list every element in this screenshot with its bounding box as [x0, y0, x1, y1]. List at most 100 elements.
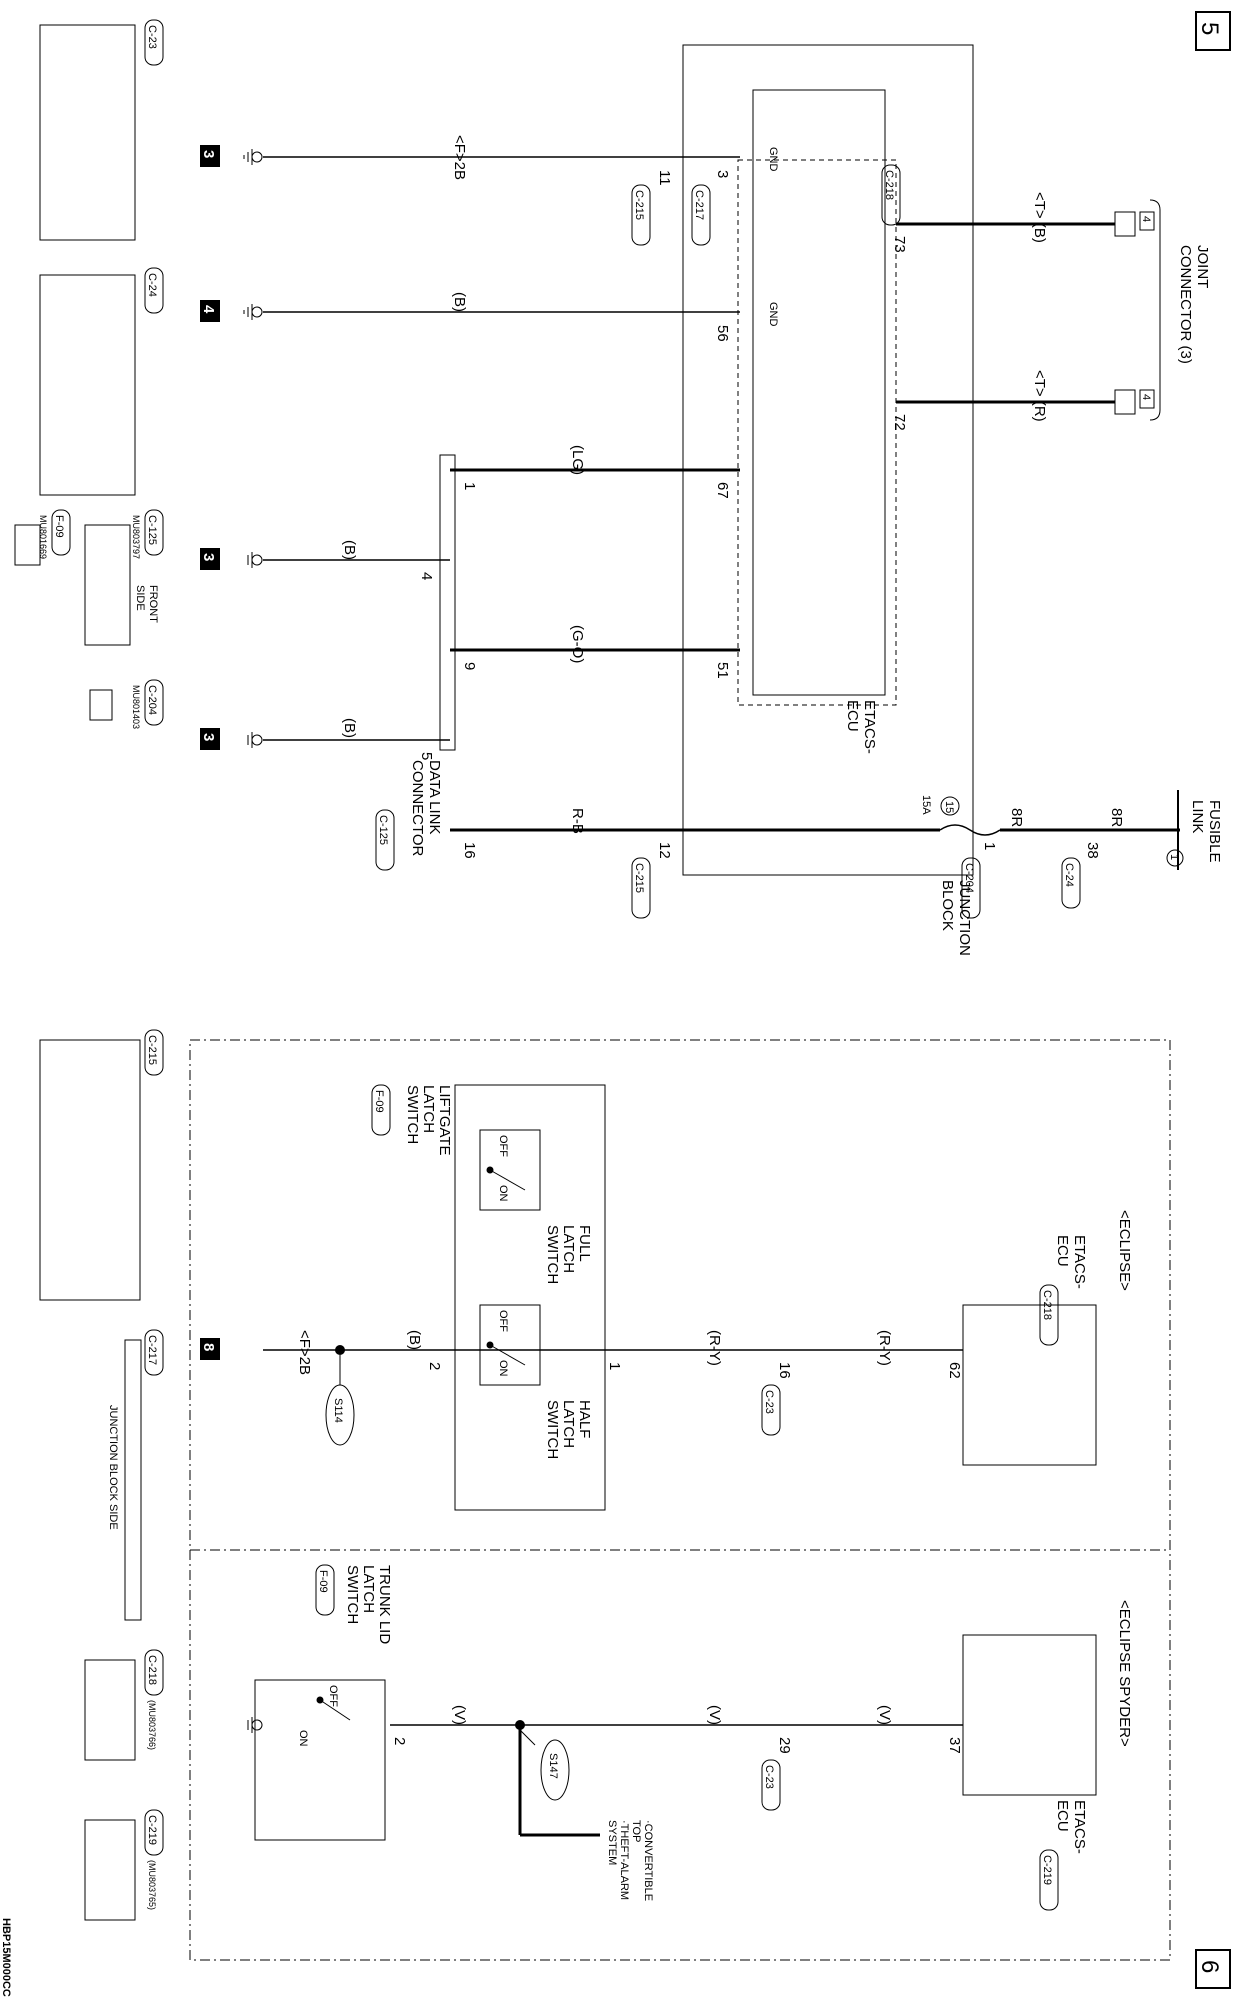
svg-text:3: 3: [200, 150, 217, 158]
ground-3b-icon: 3: [200, 548, 263, 570]
junction-block-label-2: BLOCK: [939, 880, 956, 931]
half-latch-switch-icon: [479, 1304, 541, 1386]
svg-text:S114: S114: [332, 1398, 344, 1423]
svg-text:C-215: C-215: [633, 190, 645, 220]
on-label-3: ON: [297, 1730, 309, 1747]
wire-label-tb: <T> (B): [1031, 192, 1048, 243]
half-latch-label-3: SWITCH: [544, 1400, 561, 1459]
wire-label-f2b: <F>2B: [451, 135, 468, 180]
tag-c204: C-204: [961, 857, 981, 919]
etacs-ecu-eclipse-1: ETACS-: [1071, 1235, 1088, 1289]
wire-label-tr: <T> (R): [1031, 370, 1048, 422]
svg-text:C-23: C-23: [763, 1390, 775, 1414]
full-latch-label-1: FULL: [576, 1225, 593, 1262]
svg-text:3: 3: [200, 553, 217, 561]
fusible-link-label-1: FUSIBLE: [1206, 800, 1223, 863]
ground-8-icon: 8: [200, 1338, 220, 1360]
connector-view-c23: C-23: [39, 19, 164, 241]
connector-view-c219: C-219 (MU803765): [84, 1809, 164, 1921]
eclipse-spyder-label: <ECLIPSE SPYDER>: [1116, 1600, 1133, 1747]
on-label-2: ON: [497, 1360, 509, 1377]
svg-text:4: 4: [1140, 394, 1152, 400]
etacs-ecu-outline: [752, 89, 886, 696]
b-wire-ry-1: (R-Y): [876, 1330, 893, 1366]
joint-connector-b: 4: [1114, 211, 1155, 237]
svg-text:C-204: C-204: [146, 685, 158, 715]
svg-text:C-218: C-218: [1041, 1290, 1053, 1320]
etacs-ecu-label-2: ECU: [844, 700, 861, 732]
system-note-4: SYSTEM: [606, 1820, 618, 1865]
half-latch-label-1: HALF: [576, 1400, 593, 1438]
b-wire-v-1: (V): [876, 1705, 893, 1725]
on-label-1: ON: [497, 1185, 509, 1202]
junction-block-outline: [682, 44, 974, 876]
svg-text:F-09: F-09: [317, 1570, 329, 1593]
system-note-3: ·THEFT-ALARM: [618, 1820, 630, 1900]
ground-3a-icon: 3: [200, 145, 263, 167]
b-pin-37: 37: [946, 1737, 963, 1754]
svg-text:F-09: F-09: [53, 515, 65, 538]
joint-connector-label-2: CONNECTOR (3): [1177, 245, 1194, 364]
pin-12: 12: [656, 842, 673, 859]
b-wire-v-3: (V): [451, 1705, 468, 1725]
b-wire-ry-2: (R-Y): [706, 1330, 723, 1366]
etacs-ecu-eclipse-2: ECU: [1054, 1235, 1071, 1267]
svg-text:4: 4: [200, 305, 217, 314]
pin-38: 38: [1084, 842, 1101, 859]
pin-67: 67: [714, 482, 731, 499]
connector-view-c215: C-215: [39, 1029, 164, 1301]
b-pin-1: 1: [606, 1362, 623, 1370]
svg-text:6: 6: [1196, 1960, 1223, 1973]
data-link-connector-box: [439, 454, 456, 751]
svg-text:C-23: C-23: [146, 25, 158, 49]
b-tag-f09-a: F-09: [371, 1084, 391, 1136]
ground-4-icon: 4: [200, 300, 263, 322]
pin-56: 56: [714, 325, 731, 342]
connector-view-f09: F-09 MU801669: [14, 509, 71, 566]
svg-text:C-23: C-23: [763, 1765, 775, 1789]
bottom-section-dashed-outline: [189, 1039, 1171, 1961]
svg-text:SIDE: SIDE: [134, 585, 146, 611]
tag-c218: C-218: [881, 164, 901, 226]
trunk-switch-icon: [316, 1696, 351, 1721]
svg-text:C-204: C-204: [963, 863, 975, 893]
connector-view-c218: C-218 (MU803766): [84, 1649, 164, 1761]
svg-text:C-218: C-218: [883, 170, 895, 200]
b-tag-c218: C-218: [1039, 1284, 1059, 1346]
svg-text:S147: S147: [547, 1753, 559, 1779]
fusible-link-number: 1: [1166, 849, 1184, 867]
wire-label-8r-1: 8R: [1008, 808, 1025, 827]
connector-view-c24: C-24: [39, 267, 164, 496]
trunk-switch-ground-icon: [247, 1717, 263, 1733]
b-tag-f09-b: F-09: [315, 1564, 335, 1616]
page-marker-bottom: 6: [1195, 1949, 1231, 1989]
svg-text:C-125: C-125: [377, 815, 389, 845]
svg-text:C-24: C-24: [146, 273, 158, 297]
liftgate-label-3: SWITCH: [404, 1085, 421, 1144]
tag-c215-b: C-215: [631, 857, 651, 919]
trunk-label-1: TRUNK LID: [376, 1565, 393, 1644]
svg-text:(MU803765): (MU803765): [147, 1860, 157, 1910]
system-note-2: TOP: [630, 1820, 642, 1842]
data-link-connector-label-1: DATA LINK: [426, 760, 443, 834]
svg-text:8: 8: [200, 1343, 217, 1351]
etacs-ecu-spyder-1: ETACS-: [1071, 1800, 1088, 1854]
svg-text:1: 1: [1168, 854, 1180, 860]
svg-text:15A: 15A: [920, 795, 932, 815]
b-pin-16: 16: [776, 1362, 793, 1379]
full-latch-switch-icon: [479, 1129, 541, 1211]
bottom-wires: [263, 1349, 963, 1837]
top-wires: [263, 156, 1180, 832]
etacs-ecu-spyder-2: ECU: [1054, 1800, 1071, 1832]
svg-text:C-24: C-24: [1063, 863, 1075, 887]
spyder-ecu-box: [962, 1634, 1097, 1796]
tag-c215-a: C-215: [631, 184, 651, 246]
dl-pin-1: 1: [461, 482, 478, 490]
b-tag-c219: C-219: [1039, 1849, 1059, 1911]
pin-72: 72: [891, 414, 908, 431]
b-pin-sp2: 2: [391, 1737, 408, 1745]
tag-c125: C-125: [375, 809, 395, 871]
off-label-1: OFF: [497, 1135, 509, 1157]
joint-connector-r: 4: [1114, 389, 1155, 415]
b-pin-62: 62: [946, 1362, 963, 1379]
